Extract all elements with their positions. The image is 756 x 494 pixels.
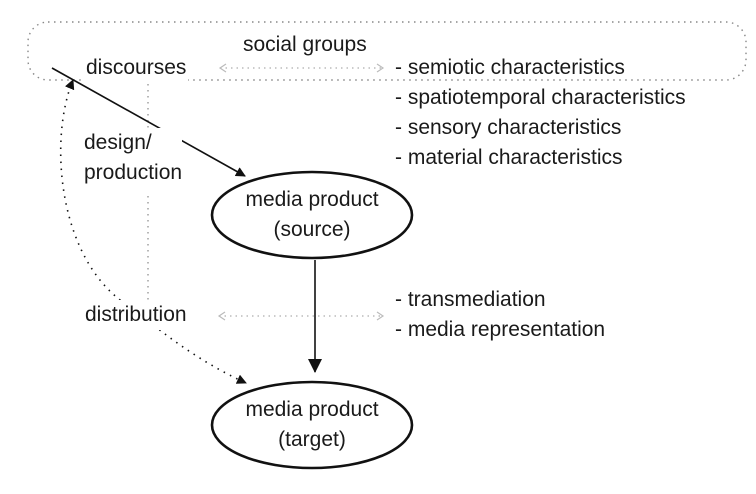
production-label: production (84, 161, 183, 184)
characteristics-list: - semiotic characteristics - spatiotempo… (395, 53, 686, 173)
source-node-ellipse (210, 170, 414, 260)
target-node-line1: media product (245, 398, 379, 421)
target-node-line2: (target) (278, 428, 346, 451)
target-node-ellipse (210, 380, 414, 470)
source-node-line2: (source) (273, 218, 351, 241)
design-label: design/ (84, 131, 152, 154)
social-groups-label: social groups (243, 33, 367, 56)
characteristic-item: - material characteristics (395, 146, 623, 169)
feedback-dotted-arrow-up (59, 79, 133, 309)
social-groups-frame (27, 21, 747, 81)
source-node-line1: media product (245, 188, 379, 211)
characteristic-item: - sensory characteristics (395, 116, 622, 139)
design-production-label: design/ production (84, 128, 183, 188)
characteristic-item: - spatiotemporal characteristics (395, 86, 686, 109)
distribution-item: - media representation (395, 318, 606, 341)
target-node-text: media product (target) (212, 395, 412, 455)
source-node-text: media product (source) (212, 185, 412, 245)
characteristic-item: - semiotic characteristics (395, 56, 625, 79)
distribution-items-list: - transmediation - media representation (395, 285, 605, 345)
distribution-item: - transmediation (395, 288, 546, 311)
distribution-label: distribution (83, 300, 189, 330)
discourses-label: discourses (84, 53, 189, 83)
design-arrow (51, 67, 246, 177)
